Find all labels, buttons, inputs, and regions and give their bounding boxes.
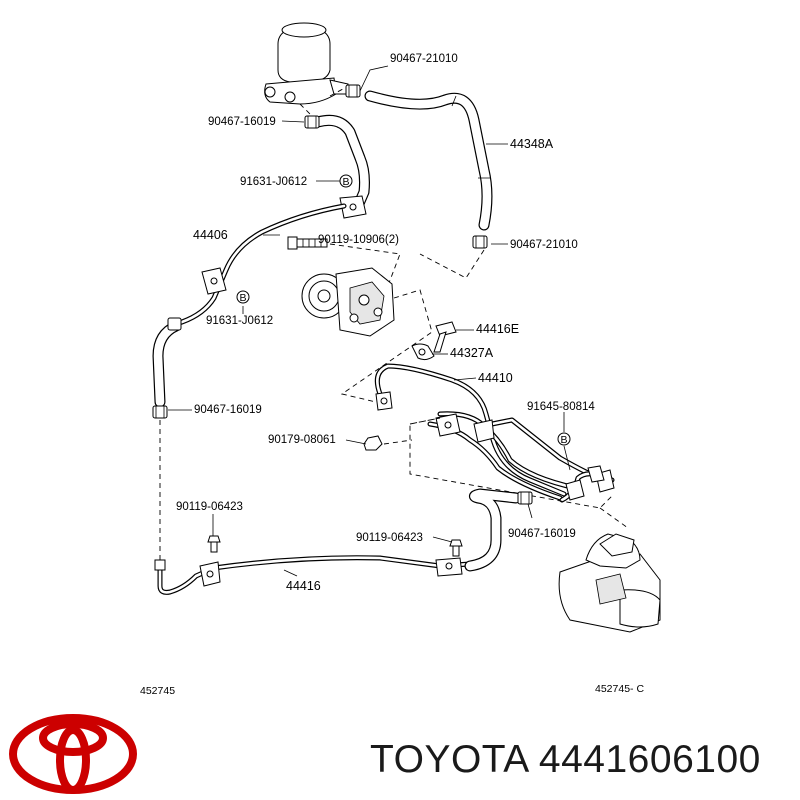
clamp-hose-bottom (472, 235, 488, 249)
bracket-upper (339, 195, 367, 219)
marker-b-3: B (557, 432, 571, 446)
label-90467-16019-mid: 90467-16019 (194, 404, 262, 416)
label-44348a: 44348A (510, 137, 554, 151)
tube-44406 (167, 203, 347, 329)
clamp-top (345, 84, 361, 98)
label-91631-j0612-top: 91631-J0612 (240, 176, 307, 188)
bolt-90119-10906 (287, 236, 328, 250)
ref-number-right: 452745- C (595, 683, 644, 695)
label-91645-80814: 91645-80814 (527, 401, 595, 413)
label-90467-21010-mid: 90467-21010 (510, 239, 578, 251)
svg-text:B: B (560, 434, 567, 446)
svg-text:B: B (342, 176, 349, 188)
steering-gear-housing (558, 533, 661, 633)
tube-end-fitting (375, 391, 393, 411)
brand-part-number: TOYOTA 4441606100 (370, 738, 761, 781)
tube-fittings-right (565, 465, 615, 501)
marker-b-1: B (339, 174, 353, 188)
tube-44416 (157, 555, 473, 595)
label-90467-21010-top: 90467-21010 (390, 53, 458, 65)
label-91631-j0612-mid: 91631-J0612 (206, 315, 273, 327)
tube-44410 (374, 363, 615, 503)
bracket-lower (201, 267, 227, 295)
reservoir-tank (264, 22, 349, 105)
label-90467-16019-top: 90467-16019 (208, 116, 276, 128)
power-steering-pump (301, 267, 395, 337)
tube-bottom-fittings (154, 557, 463, 587)
leader-lines (168, 65, 571, 577)
bolt-44416e (433, 321, 457, 353)
clamp-44416 (517, 491, 533, 505)
tube-clamp-block (435, 413, 495, 443)
bolt-90119-06423-right (449, 539, 463, 557)
label-90467-16019-bottom: 90467-16019 (508, 528, 576, 540)
label-90119-06423-right: 90119-06423 (356, 532, 423, 544)
hose-44416-upper (464, 488, 522, 572)
union-44327a (411, 343, 435, 361)
hose-return-lower (152, 320, 182, 408)
marker-b-2: B (236, 290, 250, 304)
clamp-return-lower (152, 405, 168, 419)
hose-return-upper (312, 114, 370, 212)
hose-44348a (364, 90, 493, 231)
nut-90179-08061 (363, 435, 383, 451)
ref-number-left: 452745 (140, 685, 175, 697)
label-44410: 44410 (478, 371, 513, 385)
label-44416e: 44416E (476, 322, 519, 336)
label-90119-10906: 90119-10906(2) (318, 234, 399, 246)
svg-text:B: B (239, 292, 246, 304)
label-90119-06423-left: 90119-06423 (176, 501, 243, 513)
label-44416: 44416 (286, 579, 321, 593)
clamp-return-upper (304, 115, 320, 129)
label-44327a: 44327A (450, 346, 494, 360)
toyota-logo-icon (9, 714, 137, 794)
bolt-90119-06423-left (207, 535, 221, 553)
clamp-return-mid (167, 317, 182, 331)
label-90179-08061: 90179-08061 (268, 434, 336, 446)
label-44406: 44406 (193, 228, 228, 242)
